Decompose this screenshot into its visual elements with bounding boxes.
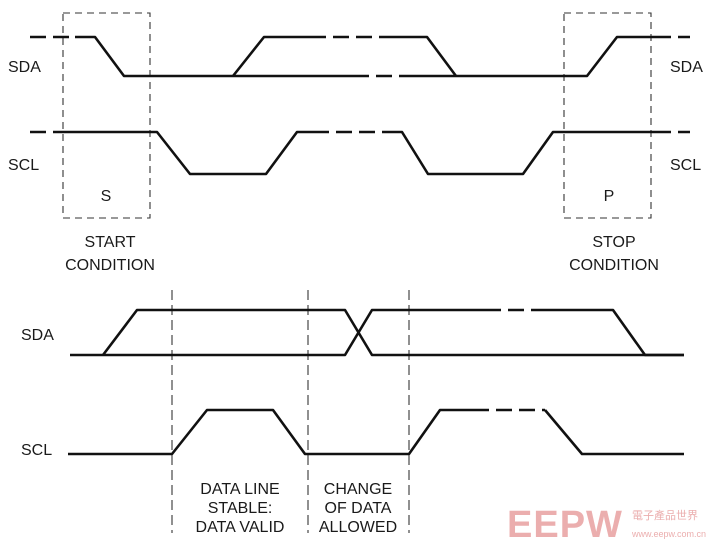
top-sda-label-right: SDA: [670, 59, 703, 76]
bottom-scl-label: SCL: [21, 442, 52, 459]
stop-condition-box: [563, 12, 652, 219]
watermark-url: www.eepw.com.cn: [631, 529, 706, 539]
top-diagram: SDA SDA SCL SCL S P START CONDITION STOP…: [8, 12, 703, 274]
stop-condition-caption-line1: STOP: [592, 234, 635, 251]
top-sda-waveform: [30, 35, 690, 78]
stable-caption-line3: DATA VALID: [196, 519, 285, 536]
start-marker: S: [101, 188, 112, 205]
eepw-watermark: EEPW 電子產品世界 www.eepw.com.cn: [507, 504, 706, 545]
start-condition-caption-line2: CONDITION: [65, 257, 155, 274]
watermark-logo: EEPW: [507, 504, 623, 545]
bottom-scl-waveform: [68, 408, 684, 456]
bottom-sda-waveform: [70, 308, 684, 357]
top-scl-label-right: SCL: [670, 157, 701, 174]
stop-condition-caption-line2: CONDITION: [569, 257, 659, 274]
stop-marker: P: [604, 188, 615, 205]
change-caption-line1: CHANGE: [324, 481, 392, 498]
stable-caption-line2: STABLE:: [208, 500, 273, 517]
bottom-diagram: SDA SCL DATA LINE STABLE: DATA VALID CHA…: [21, 290, 684, 536]
top-scl-label-left: SCL: [8, 157, 39, 174]
top-scl-waveform: [30, 130, 690, 176]
top-sda-label-left: SDA: [8, 59, 41, 76]
watermark-chinese: 電子產品世界: [632, 508, 698, 522]
start-condition-box: [62, 12, 151, 219]
change-caption-line2: OF DATA: [325, 500, 392, 517]
bottom-sda-label: SDA: [21, 327, 54, 344]
stable-caption-line1: DATA LINE: [200, 481, 279, 498]
start-condition-caption-line1: START: [85, 234, 136, 251]
change-caption-line3: ALLOWED: [319, 519, 397, 536]
